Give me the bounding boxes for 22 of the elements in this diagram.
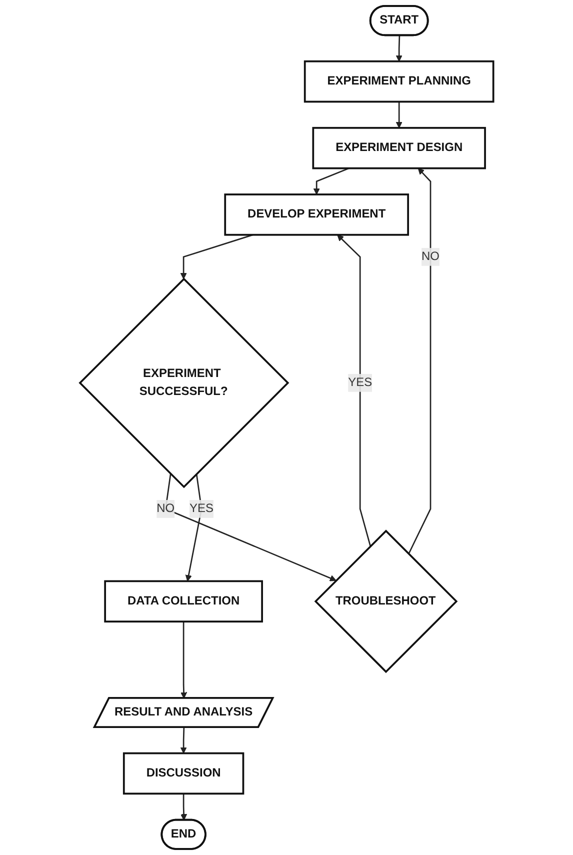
arrow [313, 168, 350, 195]
edge-label: NO [421, 250, 440, 263]
arrow [180, 727, 187, 754]
edge-label: YES [189, 502, 214, 515]
edge-label: YES [348, 376, 372, 389]
arrow [408, 168, 432, 554]
node-box: DISCUSSION [122, 752, 244, 795]
node-box: DATA COLLECTION [104, 580, 263, 622]
arrow [396, 102, 402, 128]
arrow [180, 794, 187, 820]
arrow [336, 234, 371, 546]
arrow [164, 474, 336, 582]
node-box: EXPERIMENT DESIGN [312, 126, 486, 170]
node-box: EXPERIMENT PLANNING [304, 60, 494, 103]
arrow [180, 622, 187, 699]
arrow [185, 474, 202, 582]
node-diamond: EXPERIMENT SUCCESSFUL? [78, 278, 290, 488]
arrow [180, 234, 254, 280]
edge-label: NO [156, 502, 174, 515]
node-diamond: TROUBLESHOOT [314, 530, 458, 674]
arrow [396, 36, 402, 62]
node-box: DEVELOP EXPERIMENT [224, 194, 409, 236]
